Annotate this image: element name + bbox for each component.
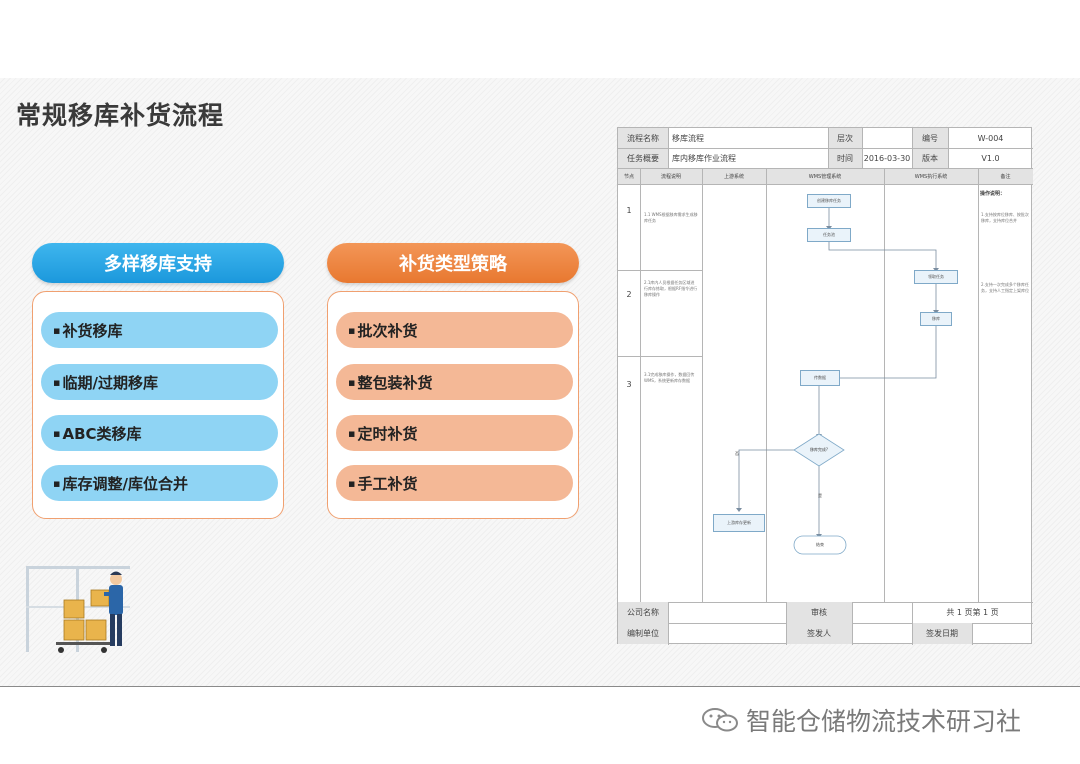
doc-label: 签发日期 [912, 623, 972, 644]
terminal-label: 结束 [816, 542, 824, 547]
doc-value [852, 623, 912, 644]
list-item: ▪ABC类移库 [41, 415, 278, 451]
column-header: 节点 [618, 168, 640, 184]
list-item: ▪库存调整/库位合并 [41, 465, 278, 501]
doc-label: 时间 [828, 148, 862, 168]
right-column-panel: ▪批次补货 ▪整包装补货 ▪定时补货 ▪手工补货 [327, 291, 579, 519]
doc-label: 版本 [912, 148, 948, 168]
remarks-title: 操作说明： [980, 190, 1006, 197]
doc-value [972, 623, 1033, 644]
grid-line [884, 168, 885, 602]
grid-line [766, 168, 767, 602]
list-item: ▪批次补货 [336, 312, 573, 348]
doc-label: 编制单位 [618, 623, 668, 644]
step-text: 1.1 WMS根据移库需求生成移库任务 [644, 212, 698, 223]
wechat-icon [702, 708, 738, 732]
doc-value [668, 602, 786, 623]
grid-line [948, 128, 949, 168]
right-column-header: 补货类型策略 [327, 243, 579, 283]
grid-line [640, 168, 641, 602]
doc-value [668, 623, 786, 644]
list-item: ▪整包装补货 [336, 364, 573, 400]
grid-line [828, 128, 829, 168]
bullet-icon: ▪ [53, 476, 61, 490]
grid-line [618, 270, 702, 271]
wechat-watermark: 智能仓储物流技术研习社 [700, 702, 1021, 738]
watermark-text: 智能仓储物流技术研习社 [746, 707, 1022, 736]
flow-box: 传数据 [800, 370, 840, 386]
flow-document: 流程名称 移库流程 层次 编号 W-004 任务概要 库内移库作业流程 时间 2… [617, 127, 1033, 645]
grid-line [978, 168, 979, 602]
bullet-icon: ▪ [53, 426, 61, 440]
step-text: 3.1完成移库操作，数据回传WMS，系统更新库存数据 [644, 372, 695, 383]
doc-value [852, 602, 912, 623]
node-number: 3 [626, 379, 632, 389]
grid-line [618, 356, 702, 357]
grid-line [668, 602, 669, 645]
flow-box: 任务池 [807, 228, 851, 242]
flow-box: 移库 [920, 312, 952, 326]
column-header: 流程说明 [640, 168, 702, 184]
doc-label: 编号 [912, 128, 948, 148]
node-number: 1 [626, 205, 632, 215]
grid-line [862, 128, 863, 168]
node-number: 2 [626, 289, 632, 299]
grid-line [912, 128, 913, 168]
list-item: ▪补货移库 [41, 312, 278, 348]
warehouse-worker-illustration [26, 566, 130, 653]
bullet-icon: ▪ [348, 426, 356, 440]
doc-value: 2016-03-30 [863, 153, 911, 163]
branch-label: 是 [818, 493, 822, 498]
flow-box: 上游库存更新 [713, 514, 765, 532]
doc-label: 任务概要 [618, 148, 668, 168]
list-item: ▪定时补货 [336, 415, 573, 451]
bullet-icon: ▪ [53, 323, 61, 337]
list-item: ▪手工补货 [336, 465, 573, 501]
doc-value: 移库流程 [672, 133, 704, 143]
grid-line [786, 602, 787, 645]
flow-connectors [736, 208, 939, 555]
flow-box: 领取任务 [914, 270, 958, 284]
grid-line [618, 168, 1033, 169]
list-item: ▪临期/过期移库 [41, 364, 278, 400]
grid-line [618, 184, 1033, 185]
bullet-icon: ▪ [53, 375, 61, 389]
flow-box: 创建移库任务 [807, 194, 851, 208]
decision-label: 移库完成? [809, 447, 829, 452]
slide-divider [0, 686, 1080, 687]
page-indicator: 共 1 页第 1 页 [946, 608, 999, 617]
doc-value: W-004 [977, 133, 1004, 143]
branch-label: 否 [735, 451, 739, 456]
left-column-header: 多样移库支持 [32, 243, 284, 283]
remark-text: 1.支持按库位移库、按批次移库，支持库位合并 [981, 212, 1029, 223]
column-header: WMS管理系统 [766, 168, 884, 184]
bullet-icon: ▪ [348, 476, 356, 490]
grid-line [972, 623, 973, 645]
grid-line [912, 602, 913, 645]
bullet-icon: ▪ [348, 323, 356, 337]
doc-label: 层次 [828, 128, 862, 148]
column-header: 上游系统 [702, 168, 766, 184]
doc-value: V1.0 [981, 153, 1000, 163]
doc-label: 审核 [786, 602, 852, 623]
bullet-icon: ▪ [348, 375, 356, 389]
doc-label: 流程名称 [618, 128, 668, 148]
column-header: WMS执行系统 [884, 168, 978, 184]
column-header: 备注 [978, 168, 1033, 184]
remark-text: 2.支持一次完成多个移库任务，支持人工指定上架库位 [981, 282, 1029, 293]
grid-line [668, 128, 669, 168]
step-text: 2.1库内人员根据任务区域进行库存拣取，根据RF指令进行移库操作 [644, 280, 698, 297]
doc-label: 公司名称 [618, 602, 668, 623]
doc-value: 库内移库作业流程 [672, 153, 736, 163]
grid-line [702, 168, 703, 602]
doc-label: 签发人 [786, 623, 852, 644]
grid-line [618, 148, 1033, 149]
left-column-panel: ▪补货移库 ▪临期/过期移库 ▪ABC类移库 ▪库存调整/库位合并 [32, 291, 284, 519]
grid-line [852, 602, 853, 645]
page-title: 常规移库补货流程 [16, 101, 225, 130]
